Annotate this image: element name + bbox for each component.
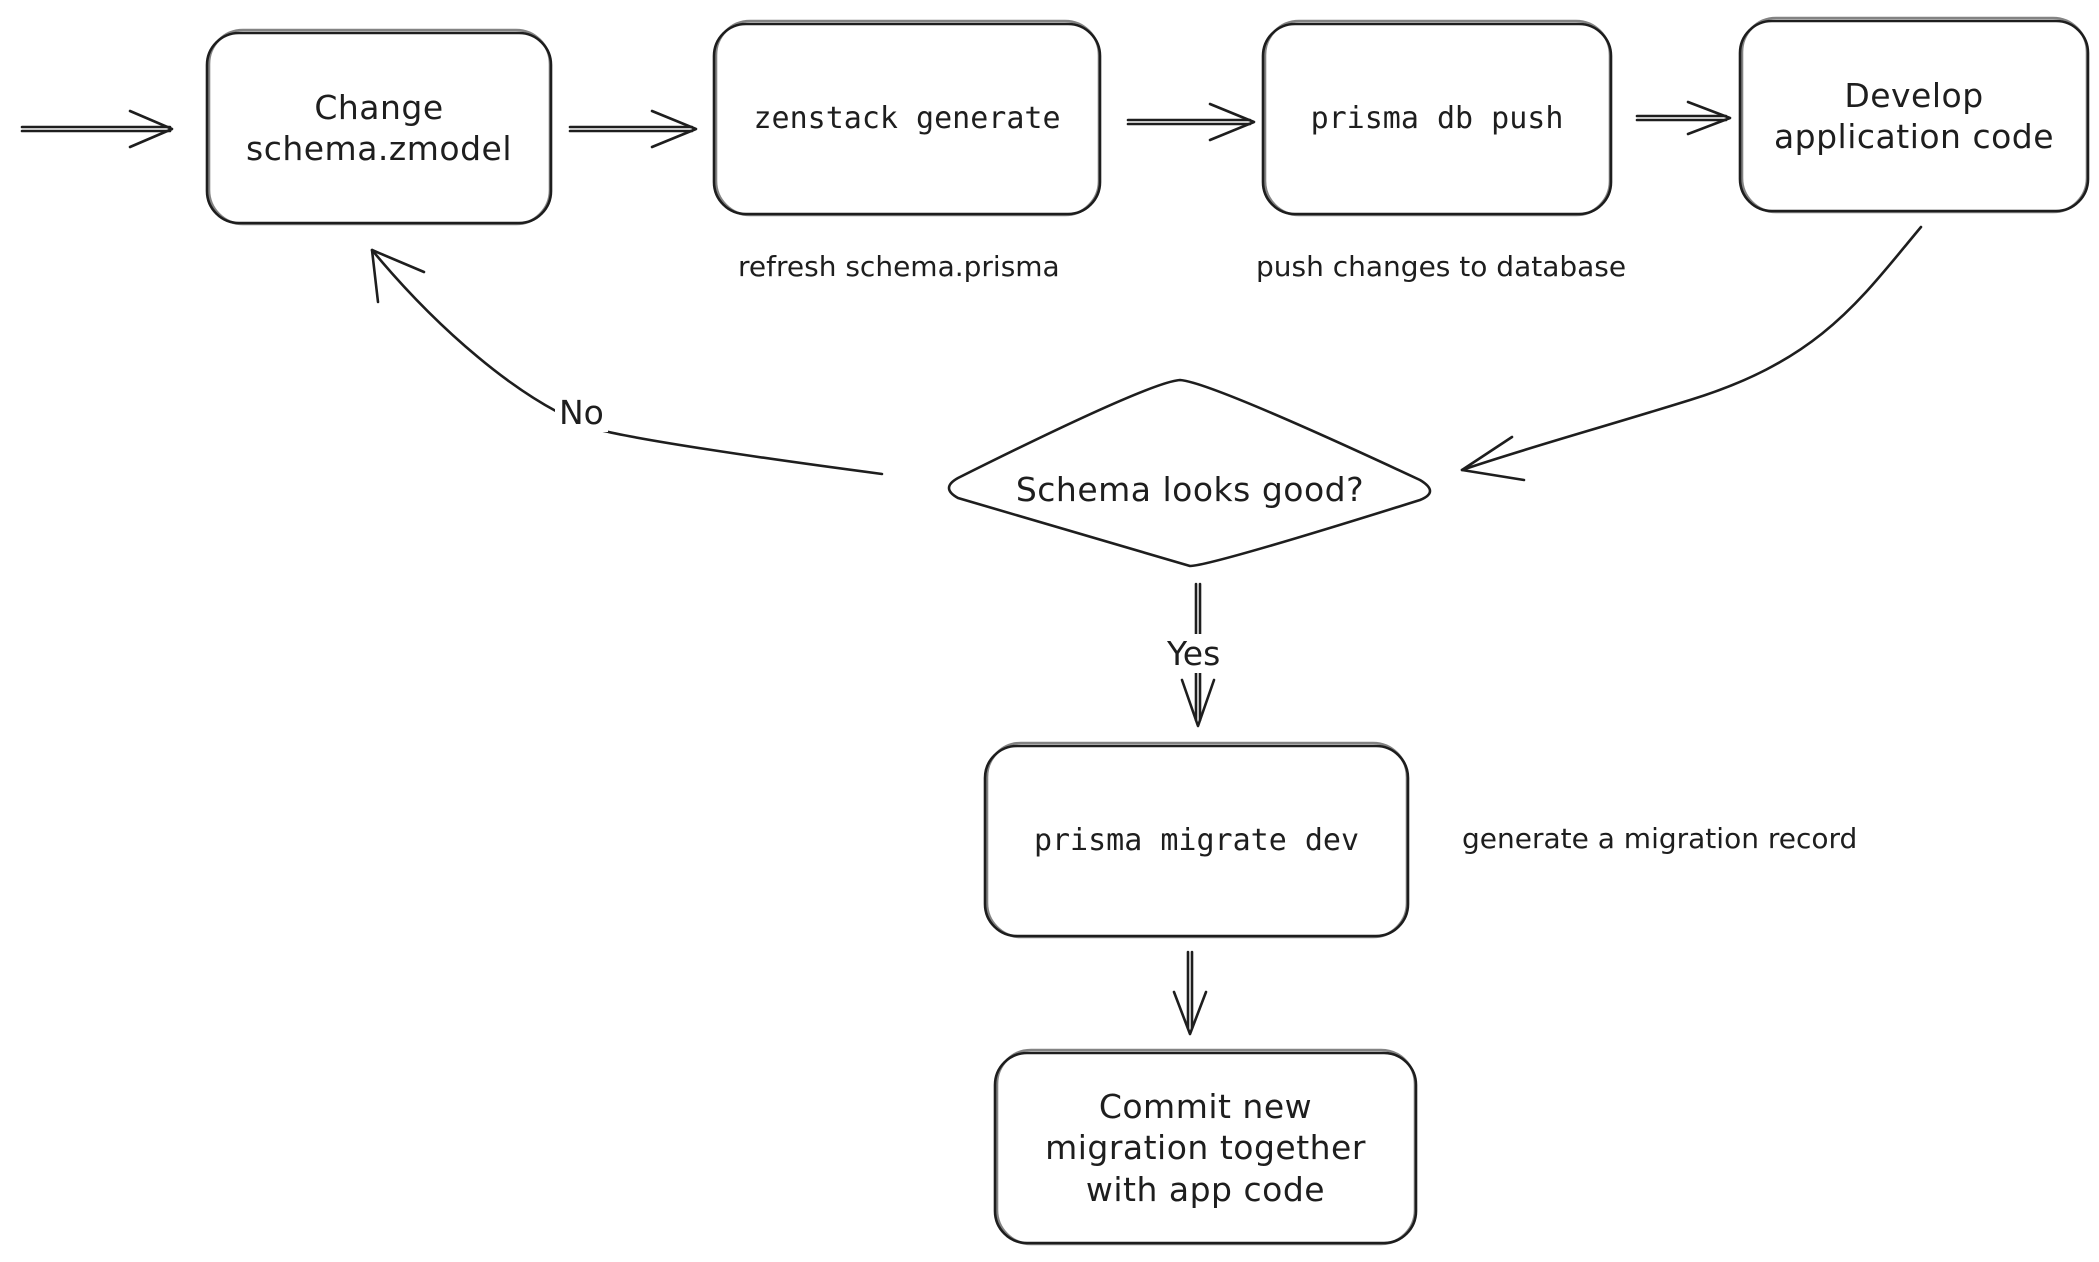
note-refresh: refresh schema.prisma (738, 250, 1060, 283)
node-commit-migration-shape (993, 1048, 1418, 1246)
arrow-check-to-change-no (370, 248, 884, 476)
arrow-migrate-to-commit (1172, 950, 1208, 1036)
node-schema-check-shape (947, 378, 1432, 568)
node-prisma-db-push-shape (1261, 19, 1613, 217)
arrow-push-to-develop (1635, 100, 1732, 136)
node-develop-code-shape (1738, 16, 2090, 214)
arrow-change-to-generate (568, 109, 698, 149)
note-migration-record: generate a migration record (1462, 822, 1858, 855)
node-develop-code[interactable]: Develop application code (1773, 75, 2055, 156)
note-push: push changes to database (1256, 250, 1627, 283)
edge-label-no: No (555, 393, 608, 432)
arrow-generate-to-push (1126, 102, 1256, 142)
node-change-schema[interactable]: Change schema.zmodel (246, 87, 512, 168)
node-schema-check[interactable]: Schema looks good? (1015, 470, 1365, 510)
node-zenstack-generate-shape (712, 19, 1102, 217)
arrow-develop-to-check (1460, 225, 1923, 482)
node-change-schema-shape (205, 28, 553, 226)
edge-label-yes: Yes (1163, 634, 1225, 673)
node-commit-migration[interactable]: Commit new migration together with app c… (1045, 1087, 1366, 1209)
node-zenstack-generate[interactable]: zenstack generate (753, 101, 1061, 137)
node-prisma-db-push[interactable]: prisma db push (1310, 101, 1564, 137)
entry-arrow (20, 109, 174, 149)
node-prisma-migrate-dev-shape (983, 741, 1410, 939)
node-prisma-migrate-dev[interactable]: prisma migrate dev (1033, 823, 1360, 859)
